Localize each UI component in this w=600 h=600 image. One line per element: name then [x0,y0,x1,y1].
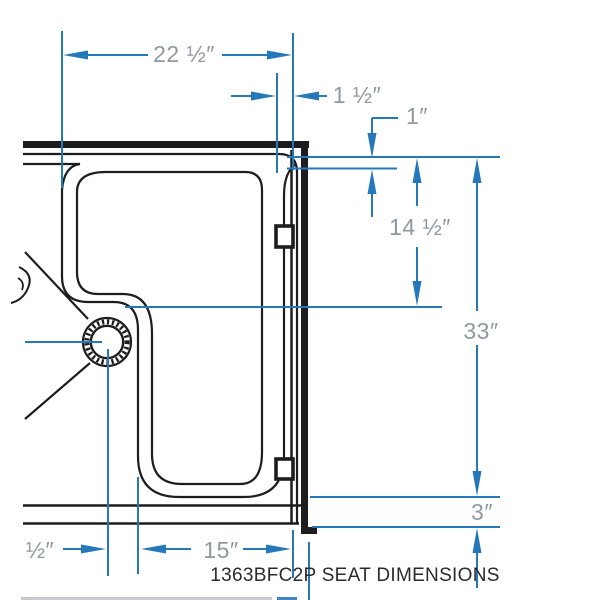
seat-mount-tab-lower [274,457,295,481]
tub-rim-inner-line [23,152,299,523]
arrow-1-down [367,133,377,158]
arrow-3-up [472,528,482,553]
tub-rim-thick [23,141,317,534]
seat-mount-tab-upper [274,224,295,249]
arrow-14half-top [412,158,422,183]
overflow-detail-inner-arc [17,277,24,291]
tub-outline-group [10,141,317,534]
dim-label-1half: 1 ½″ [333,82,382,108]
arrow-15-right [266,544,291,554]
arrow-15-left [141,544,166,554]
bowl-slope-line-upper [24,251,89,320]
tub-rim-top [23,141,309,148]
arrow-22half-left [63,50,88,60]
arrow-half-right [81,544,106,554]
bowl-slope-line-lower [24,362,91,420]
arrow-14half-bottom [412,281,422,306]
drawing-caption: 1363BFC2P SEAT DIMENSIONS [210,565,499,586]
arrow-1half-left [251,91,276,101]
arrow-33-bottom [472,471,482,496]
dim-label-1: 1″ [406,103,428,129]
dim-label-14half: 14 ½″ [389,214,451,240]
arrow-33-top [472,158,482,183]
dim-label-3: 3″ [471,499,493,525]
bottom-edge-blue-strip [277,597,297,600]
seat-outer-contour [23,162,297,499]
dim-label-half: ½″ [26,537,54,563]
seat-surface-outline [75,170,264,486]
bottom-edge-gray-strip [21,597,272,600]
dimension-lines-group [25,31,500,600]
arrow-1half-right [294,91,319,101]
dim-label-22half: 22 ½″ [153,41,215,67]
arrow-22half-right [267,50,292,60]
dim-label-15: 15″ [203,537,238,563]
tub-rim-foot [301,527,317,534]
arrow-1-up [367,169,377,194]
overflow-detail-arc [10,266,31,304]
dimension-arrows-group [63,50,482,554]
tub-rim-right [301,141,308,534]
dim-label-33: 33″ [463,318,498,344]
